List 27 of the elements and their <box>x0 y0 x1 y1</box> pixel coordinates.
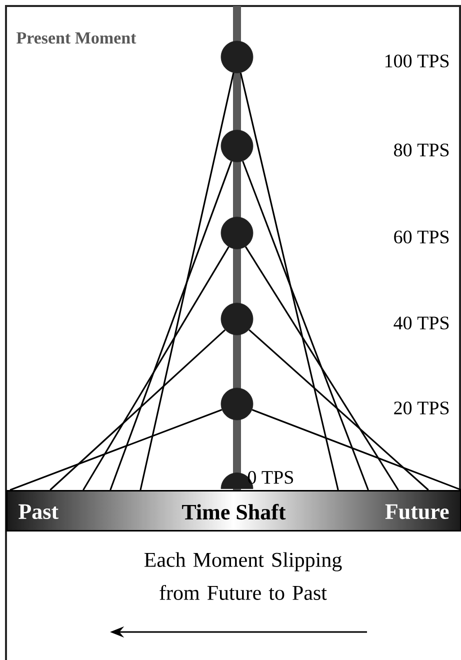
bar-end-label: Past <box>18 504 58 520</box>
dot <box>220 216 254 250</box>
cone-line <box>10 408 222 491</box>
time-shaft-bar <box>6 490 461 532</box>
caption: Each Moment Slipping from Future to Past <box>144 552 342 600</box>
dot <box>220 40 254 74</box>
dot <box>220 388 254 420</box>
cone-line <box>82 246 230 490</box>
cone-line <box>110 160 232 490</box>
cone-line <box>248 329 429 491</box>
speed-label: 0 TPS <box>248 470 293 484</box>
speed-label: 20 TPS <box>394 402 449 414</box>
cone-line <box>252 409 461 491</box>
bar-end-label: Future <box>385 504 449 520</box>
cone-line <box>242 160 369 490</box>
speed-label: 60 TPS <box>394 230 449 244</box>
dot <box>220 130 254 162</box>
speed-label: 80 TPS <box>394 144 449 156</box>
cone-line <box>244 246 399 490</box>
dot <box>220 302 254 336</box>
speed-label: 40 TPS <box>394 316 449 330</box>
speed-label: 100 TPS <box>385 54 449 68</box>
bar-title: Time Shaft <box>182 504 286 520</box>
cone-line <box>240 72 339 490</box>
heading: Present Moment <box>16 32 136 44</box>
cone-line <box>140 72 234 490</box>
cone-line <box>50 329 226 491</box>
